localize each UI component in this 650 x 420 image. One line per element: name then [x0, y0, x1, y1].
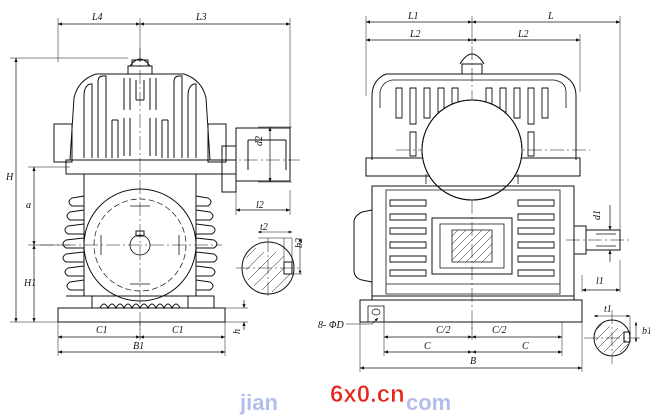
keyway	[136, 231, 144, 236]
base-foot	[58, 296, 225, 322]
front-view	[346, 16, 640, 372]
watermark-url-end: com	[406, 390, 451, 415]
label-L2-left: L2	[409, 29, 421, 40]
label-C-half-left: C/2	[436, 325, 450, 336]
label-L4: L4	[91, 12, 103, 23]
label-a: a	[26, 200, 31, 211]
cooling-fins-right	[196, 196, 217, 290]
dimension-lines	[14, 22, 291, 354]
label-H: H	[5, 172, 14, 183]
label-C1-left: C1	[96, 325, 108, 336]
dimension-lines-right	[346, 20, 621, 370]
label-t2: t2	[260, 222, 268, 233]
cooling-fins-left	[63, 196, 84, 290]
side-view-labels: L4 L3 H a H1 d2 l2 t2 b2 h C1 C1 B1	[5, 12, 305, 352]
label-b2: b2	[294, 238, 305, 248]
watermark: jian com 6x0.cn	[239, 381, 451, 415]
output-shaft	[574, 226, 620, 254]
watermark-main: 6x0.cn	[330, 381, 405, 408]
label-l1: l1	[596, 276, 604, 287]
label-b1: b1	[642, 326, 650, 337]
label-h: h	[232, 329, 243, 334]
center-lines	[40, 48, 300, 330]
base-foot-right	[360, 296, 582, 322]
breather-cap-right	[460, 54, 484, 74]
label-H1: H1	[23, 278, 36, 289]
label-C-half-right: C/2	[492, 325, 506, 336]
worm-bearing-cap-right	[208, 124, 226, 162]
shaft-section-d1	[594, 314, 638, 356]
extension-lines-right	[360, 16, 620, 372]
input-shaft	[222, 128, 290, 192]
label-C1-right: C1	[172, 325, 184, 336]
breather-cap	[128, 59, 152, 74]
wheel-hub	[130, 235, 150, 255]
label-hole-note: 8- ΦD	[318, 320, 344, 331]
watermark-url-start: jian	[239, 390, 278, 415]
label-L1: L1	[407, 11, 419, 22]
front-view-labels: L1 L L2 L2 d1 l1 t1 b1 8- ΦD C/2 C/2 C C…	[318, 11, 650, 367]
label-L3: L3	[195, 12, 207, 23]
shaft-section-d2	[242, 230, 302, 294]
label-B1: B1	[133, 341, 144, 352]
lower-housing	[84, 174, 196, 296]
worm-wheel-pitch	[94, 199, 186, 291]
extension-lines	[10, 18, 292, 356]
worm-wheel	[84, 189, 196, 301]
lower-housing-right	[372, 186, 574, 296]
worm-circle	[422, 100, 522, 200]
top-fins	[84, 76, 196, 158]
label-L2-right: L2	[517, 29, 529, 40]
label-C-right: C	[522, 341, 529, 352]
label-C-left: C	[424, 341, 431, 352]
label-L: L	[547, 11, 554, 22]
worm-bearing-cap-left	[54, 124, 72, 162]
horizontal-fins	[390, 200, 554, 276]
label-t1: t1	[604, 304, 612, 315]
label-B: B	[470, 356, 476, 367]
left-end-cap	[354, 210, 372, 282]
label-d1: d1	[592, 210, 603, 220]
label-d2: d2	[254, 136, 265, 146]
side-view	[10, 18, 302, 356]
label-l2: l2	[256, 200, 264, 211]
inspection-window	[432, 218, 512, 274]
wheel-crosshair-ticks	[101, 206, 179, 284]
